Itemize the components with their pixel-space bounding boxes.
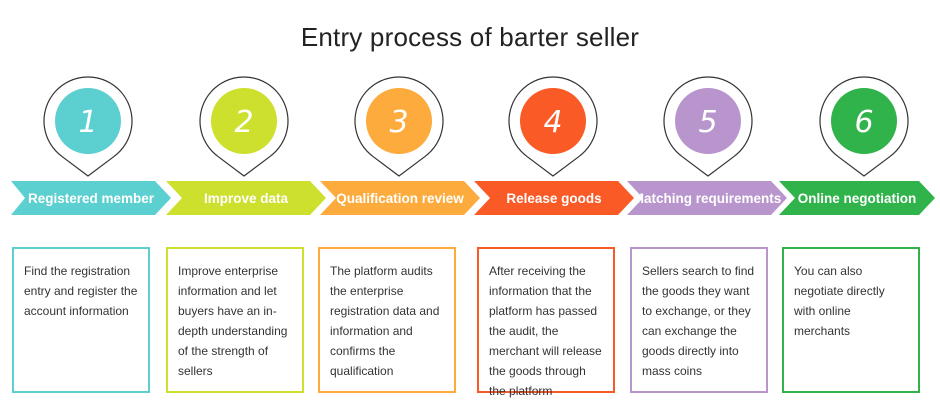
- step-3-circle: [366, 88, 432, 154]
- diagram-title: Entry process of barter seller: [300, 22, 640, 52]
- step-5-label: Matching requirements: [627, 181, 787, 215]
- step-5-description: Sellers search to find the goods they wa…: [630, 247, 768, 393]
- step-2-circle: [211, 88, 277, 154]
- step-6-description: You can also negotiate directly with onl…: [782, 247, 920, 393]
- step-markers: 1 2 3 4 5 6: [43, 76, 909, 177]
- step-3-number: 3: [389, 105, 408, 140]
- step-4-number: 4: [543, 105, 562, 140]
- step-3-description: The platform audits the enterprise regis…: [318, 247, 456, 393]
- step-1-marker: 1: [43, 76, 133, 177]
- step-5-marker: 5: [663, 76, 753, 177]
- step-2-marker: 2: [199, 76, 289, 177]
- step-4-circle: [520, 88, 586, 154]
- step-1-number: 1: [78, 105, 97, 140]
- step-2-label: Improve data: [166, 181, 326, 215]
- step-1-description: Find the registration entry and register…: [12, 247, 150, 393]
- step-5-number: 5: [698, 105, 717, 140]
- step-6-marker: 6: [819, 76, 909, 177]
- step-6-circle: [831, 88, 897, 154]
- step-3-label: Qualification review: [320, 181, 480, 215]
- step-4-label: Release goods: [474, 181, 634, 215]
- step-6-label: Online negotiation: [779, 181, 935, 215]
- step-3-marker: 3: [354, 76, 444, 177]
- step-5-circle: [675, 88, 741, 154]
- step-2-description: Improve enterprise information and let b…: [166, 247, 304, 393]
- step-6-number: 6: [854, 105, 873, 140]
- step-1-label: Registered member: [11, 181, 171, 215]
- step-4-marker: 4: [508, 76, 598, 177]
- step-1-circle: [55, 88, 121, 154]
- step-2-number: 2: [234, 105, 253, 140]
- step-4-description: After receiving the information that the…: [477, 247, 615, 398]
